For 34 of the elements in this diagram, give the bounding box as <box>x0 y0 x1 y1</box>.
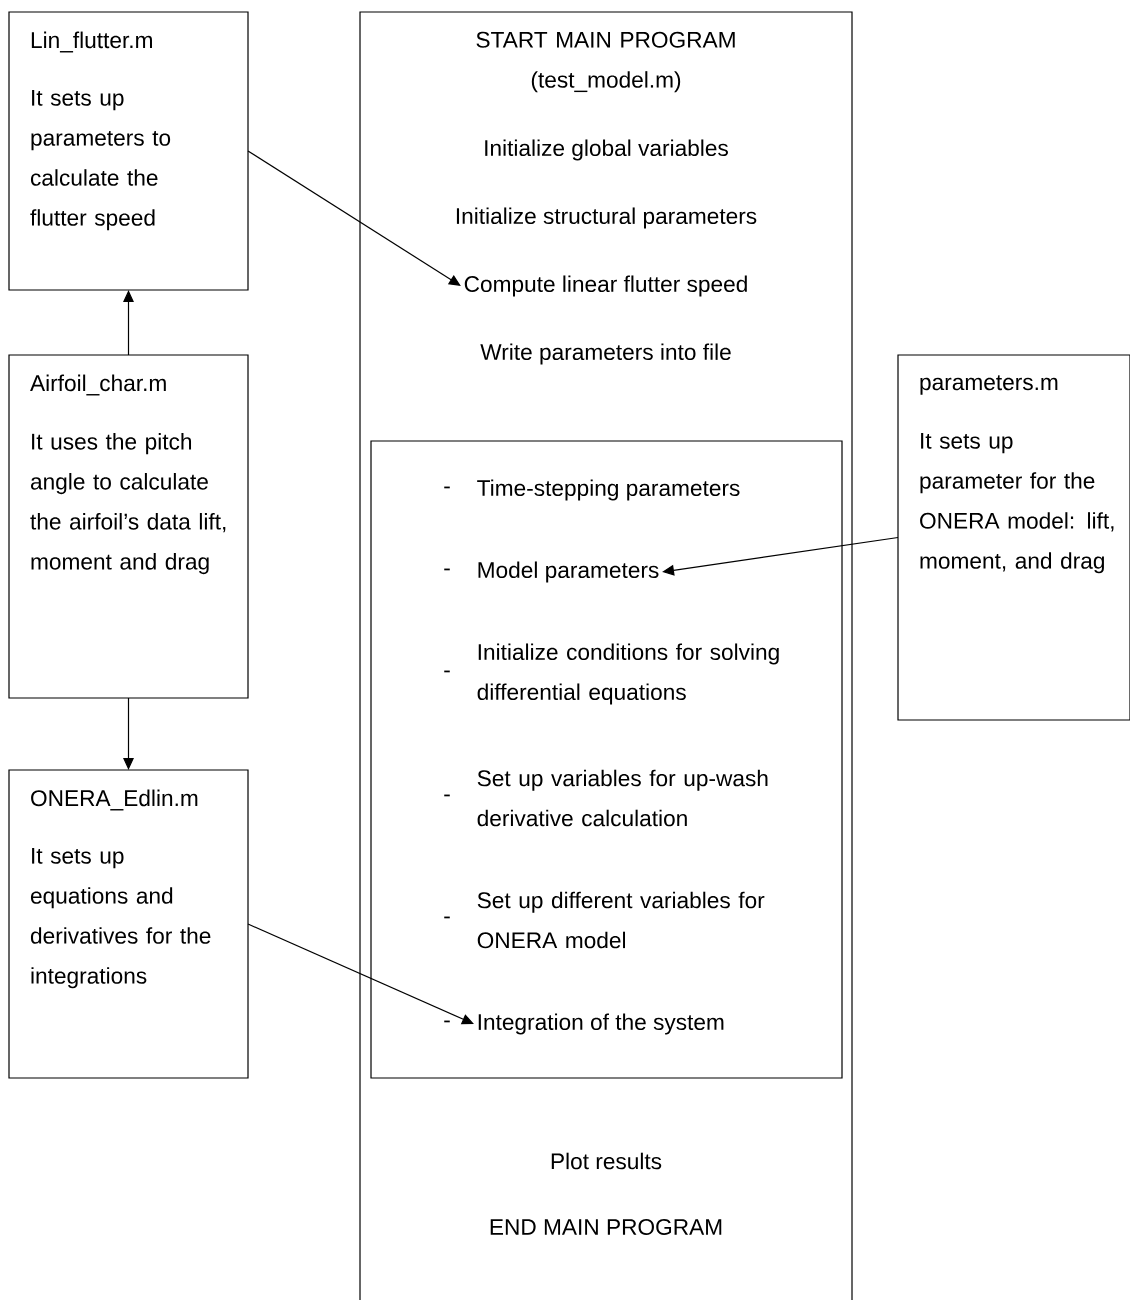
bullet-dash: - <box>444 794 450 797</box>
module-name: parameters.m <box>920 375 1058 395</box>
list-item: Integration of the system <box>478 1013 724 1035</box>
list-item: Initialize conditions for solving differential equations <box>477 643 779 705</box>
step-text: Initialize structural parameters <box>456 207 757 229</box>
module-name: Airfoil_char.m <box>30 374 166 396</box>
module-description: It uses the pitch angle to calculate the airfoil’s data lift, moment and drag <box>30 433 226 575</box>
arrow <box>247 150 461 286</box>
bullet-dash: - <box>444 1020 450 1023</box>
module-description: It sets up parameter for the ONERA model: lift, moment, and drag <box>920 433 1114 574</box>
list-item: Time-stepping parameters <box>477 479 740 501</box>
bullet-dash: - <box>444 916 450 919</box>
step-text: Plot results <box>551 1152 662 1170</box>
arrow <box>247 923 474 1025</box>
list-item: Set up different variables for ONERA model <box>477 891 765 949</box>
arrow <box>662 536 899 576</box>
arrow <box>123 697 134 770</box>
step-text: START MAIN PROGRAM (test_model.m) <box>476 31 735 93</box>
arrow <box>123 290 134 356</box>
bullet-dash: - <box>444 568 450 571</box>
program-box <box>370 440 843 1079</box>
module-description: It sets up parameters to calculate the flutter speed <box>30 90 171 231</box>
step-text: END MAIN PROGRAM <box>490 1219 722 1236</box>
step-text: Initialize global variables <box>485 139 728 161</box>
list-item: Set up variables for up-wash derivative calculation <box>477 769 768 827</box>
program-box <box>359 11 853 1300</box>
module-name: ONERA_Edlin.m <box>31 789 198 811</box>
list-item: Model parameters <box>478 561 659 583</box>
bullet-dash: - <box>444 670 450 673</box>
bullet-dash: - <box>444 486 450 489</box>
step-text: Write parameters into file <box>480 343 731 365</box>
module-name: Lin_flutter.m <box>31 31 152 53</box>
module-description: It sets up equations and derivatives for the integrations <box>30 848 211 989</box>
step-text: Compute linear flutter speed <box>464 275 747 297</box>
